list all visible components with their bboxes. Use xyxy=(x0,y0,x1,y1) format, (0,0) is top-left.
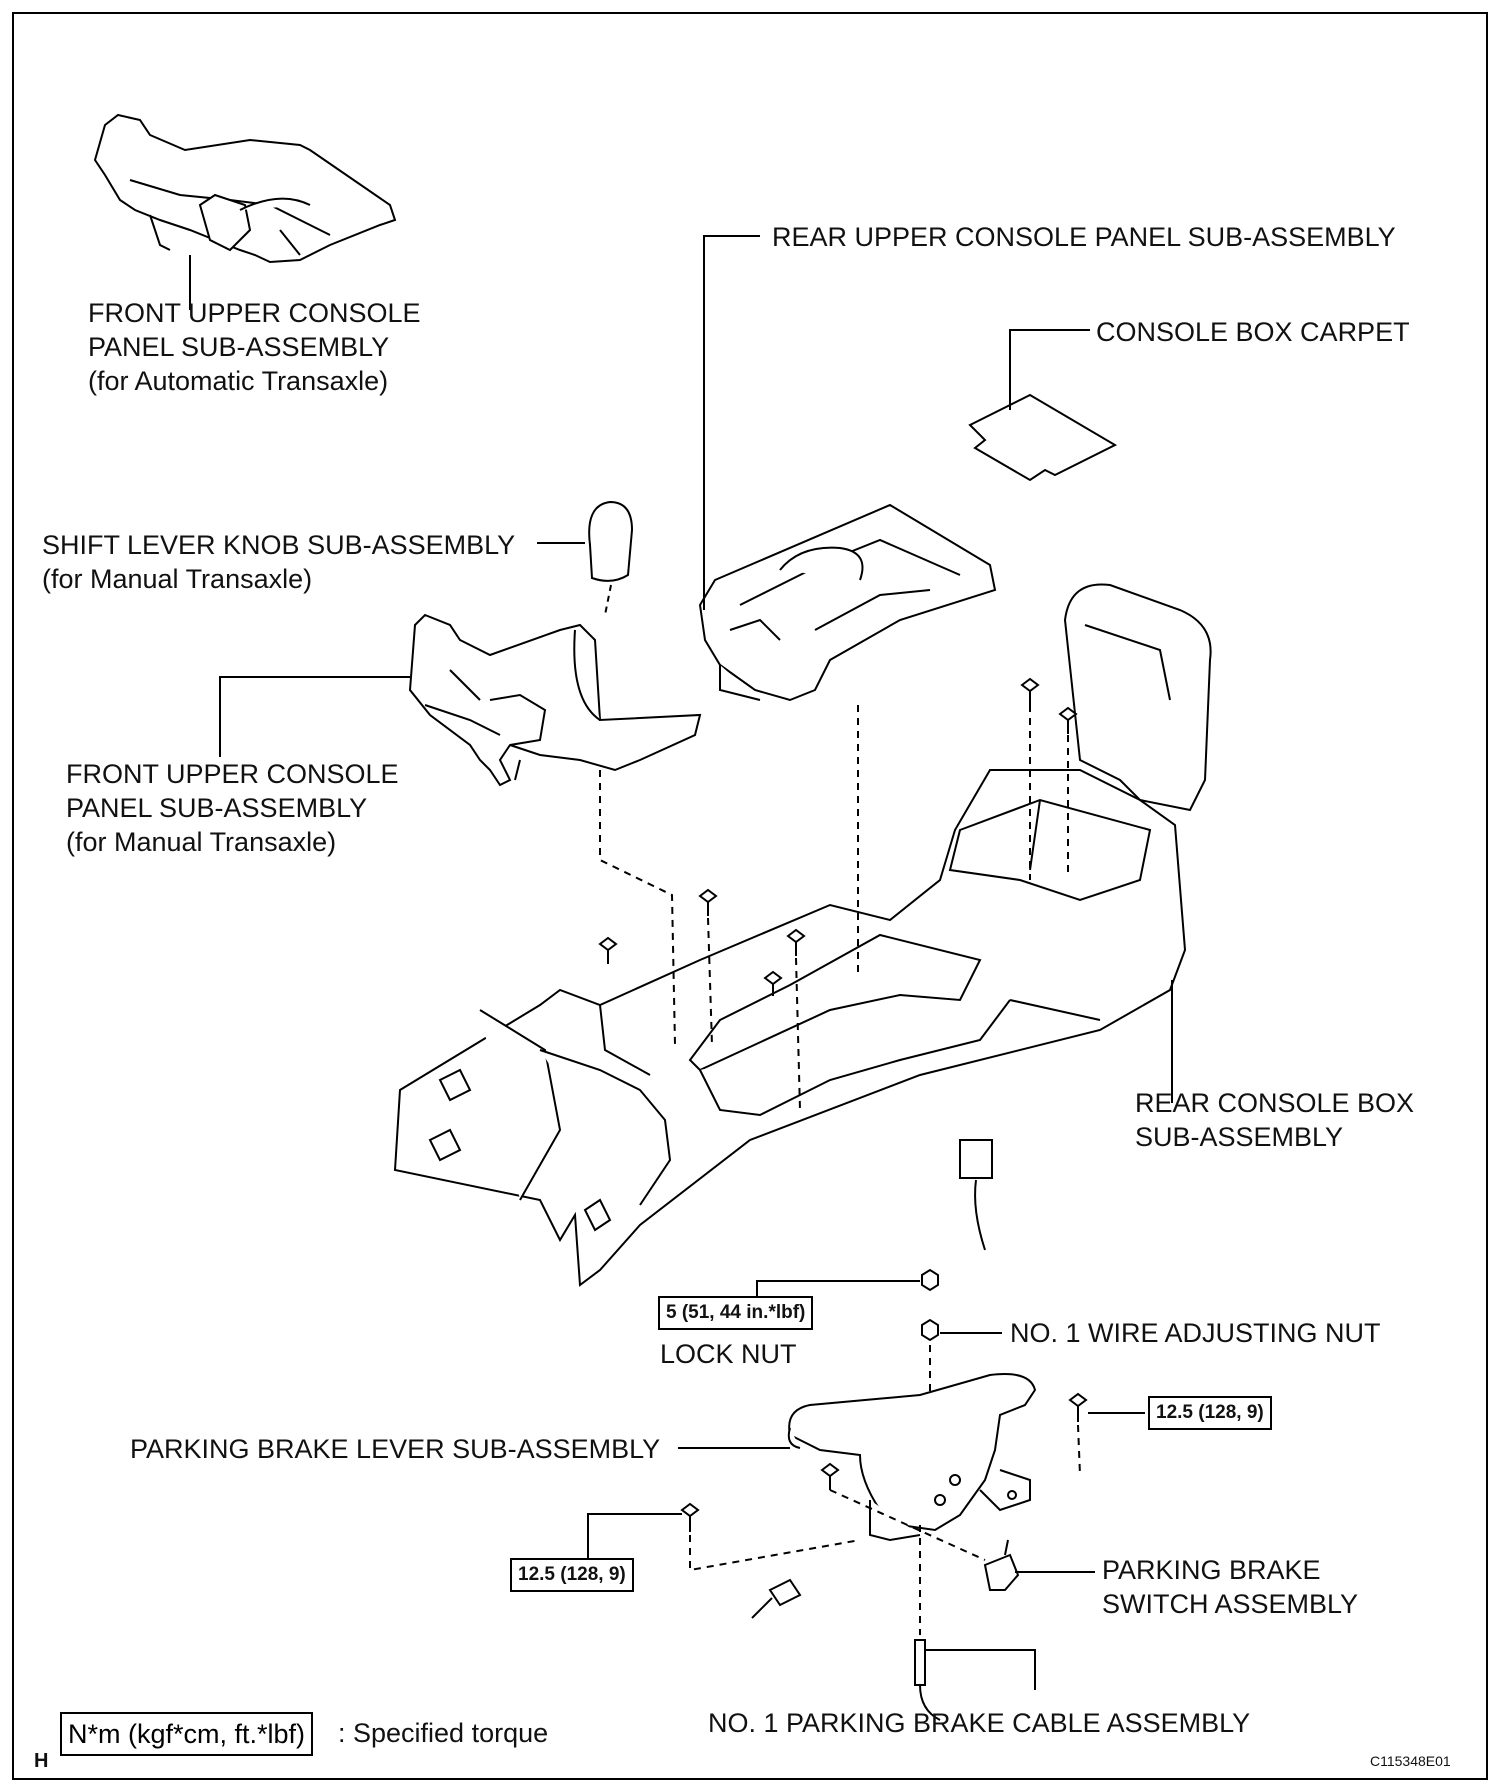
torque-lock-nut: 5 (51, 44 in.*lbf) xyxy=(658,1296,814,1330)
console-lid-part xyxy=(1063,583,1212,812)
leader-lines xyxy=(189,235,1173,1690)
torque-left-bolt: 12.5 (128, 9) xyxy=(510,1558,634,1592)
parking-brake-lever-part xyxy=(787,1373,1037,1542)
label-front-upper-console-mt: FRONT UPPER CONSOLE PANEL SUB-ASSEMBLY (… xyxy=(66,759,399,857)
label-lock-nut: LOCK NUT xyxy=(660,1339,797,1369)
legend-torque-unit: N*m (kgf*cm, ft.*lbf) xyxy=(60,1712,314,1756)
lever-bolts xyxy=(680,1392,1088,1532)
figure-code: C115348E01 xyxy=(1370,1753,1451,1769)
label-parking-brake-lever: PARKING BRAKE LEVER SUB-ASSEMBLY xyxy=(130,1434,661,1464)
assembly-dashed-lines xyxy=(599,705,1081,1635)
label-console-box-carpet: CONSOLE BOX CARPET xyxy=(1096,317,1410,347)
rear-upper-console-panel-part xyxy=(698,503,997,702)
bolts xyxy=(598,677,1078,996)
shift-lever-knob-part xyxy=(588,500,634,616)
parking-brake-cable-part xyxy=(914,1639,941,1721)
front-upper-console-mt-part xyxy=(408,613,702,787)
label-rear-upper-console-panel: REAR UPPER CONSOLE PANEL SUB-ASSEMBLY xyxy=(772,222,1396,252)
torque-right-bolt: 12.5 (128, 9) xyxy=(1148,1396,1272,1430)
front-upper-console-at-part xyxy=(93,113,397,264)
label-rear-console-box: REAR CONSOLE BOX SUB-ASSEMBLY xyxy=(1135,1088,1415,1152)
parking-brake-switch-part xyxy=(983,1539,1020,1591)
legend-torque-text: : Specified torque xyxy=(338,1718,549,1748)
connector-part xyxy=(959,1139,993,1251)
nuts xyxy=(921,1268,939,1342)
figure-frame xyxy=(12,12,1488,1780)
label-shift-lever-knob: SHIFT LEVER KNOB SUB-ASSEMBLY (for Manua… xyxy=(42,530,516,594)
console-box-carpet-part xyxy=(968,393,1118,482)
label-parking-brake-switch: PARKING BRAKE SWITCH ASSEMBLY xyxy=(1102,1555,1359,1619)
rear-console-box-part xyxy=(393,769,1187,1287)
label-wire-adjusting-nut: NO. 1 WIRE ADJUSTING NUT xyxy=(1010,1318,1381,1348)
pin-part xyxy=(751,1578,802,1619)
label-front-upper-console-at: FRONT UPPER CONSOLE PANEL SUB-ASSEMBLY (… xyxy=(88,298,421,396)
label-parking-brake-cable: NO. 1 PARKING BRAKE CABLE ASSEMBLY xyxy=(708,1708,1251,1738)
corner-mark: H xyxy=(34,1750,49,1772)
